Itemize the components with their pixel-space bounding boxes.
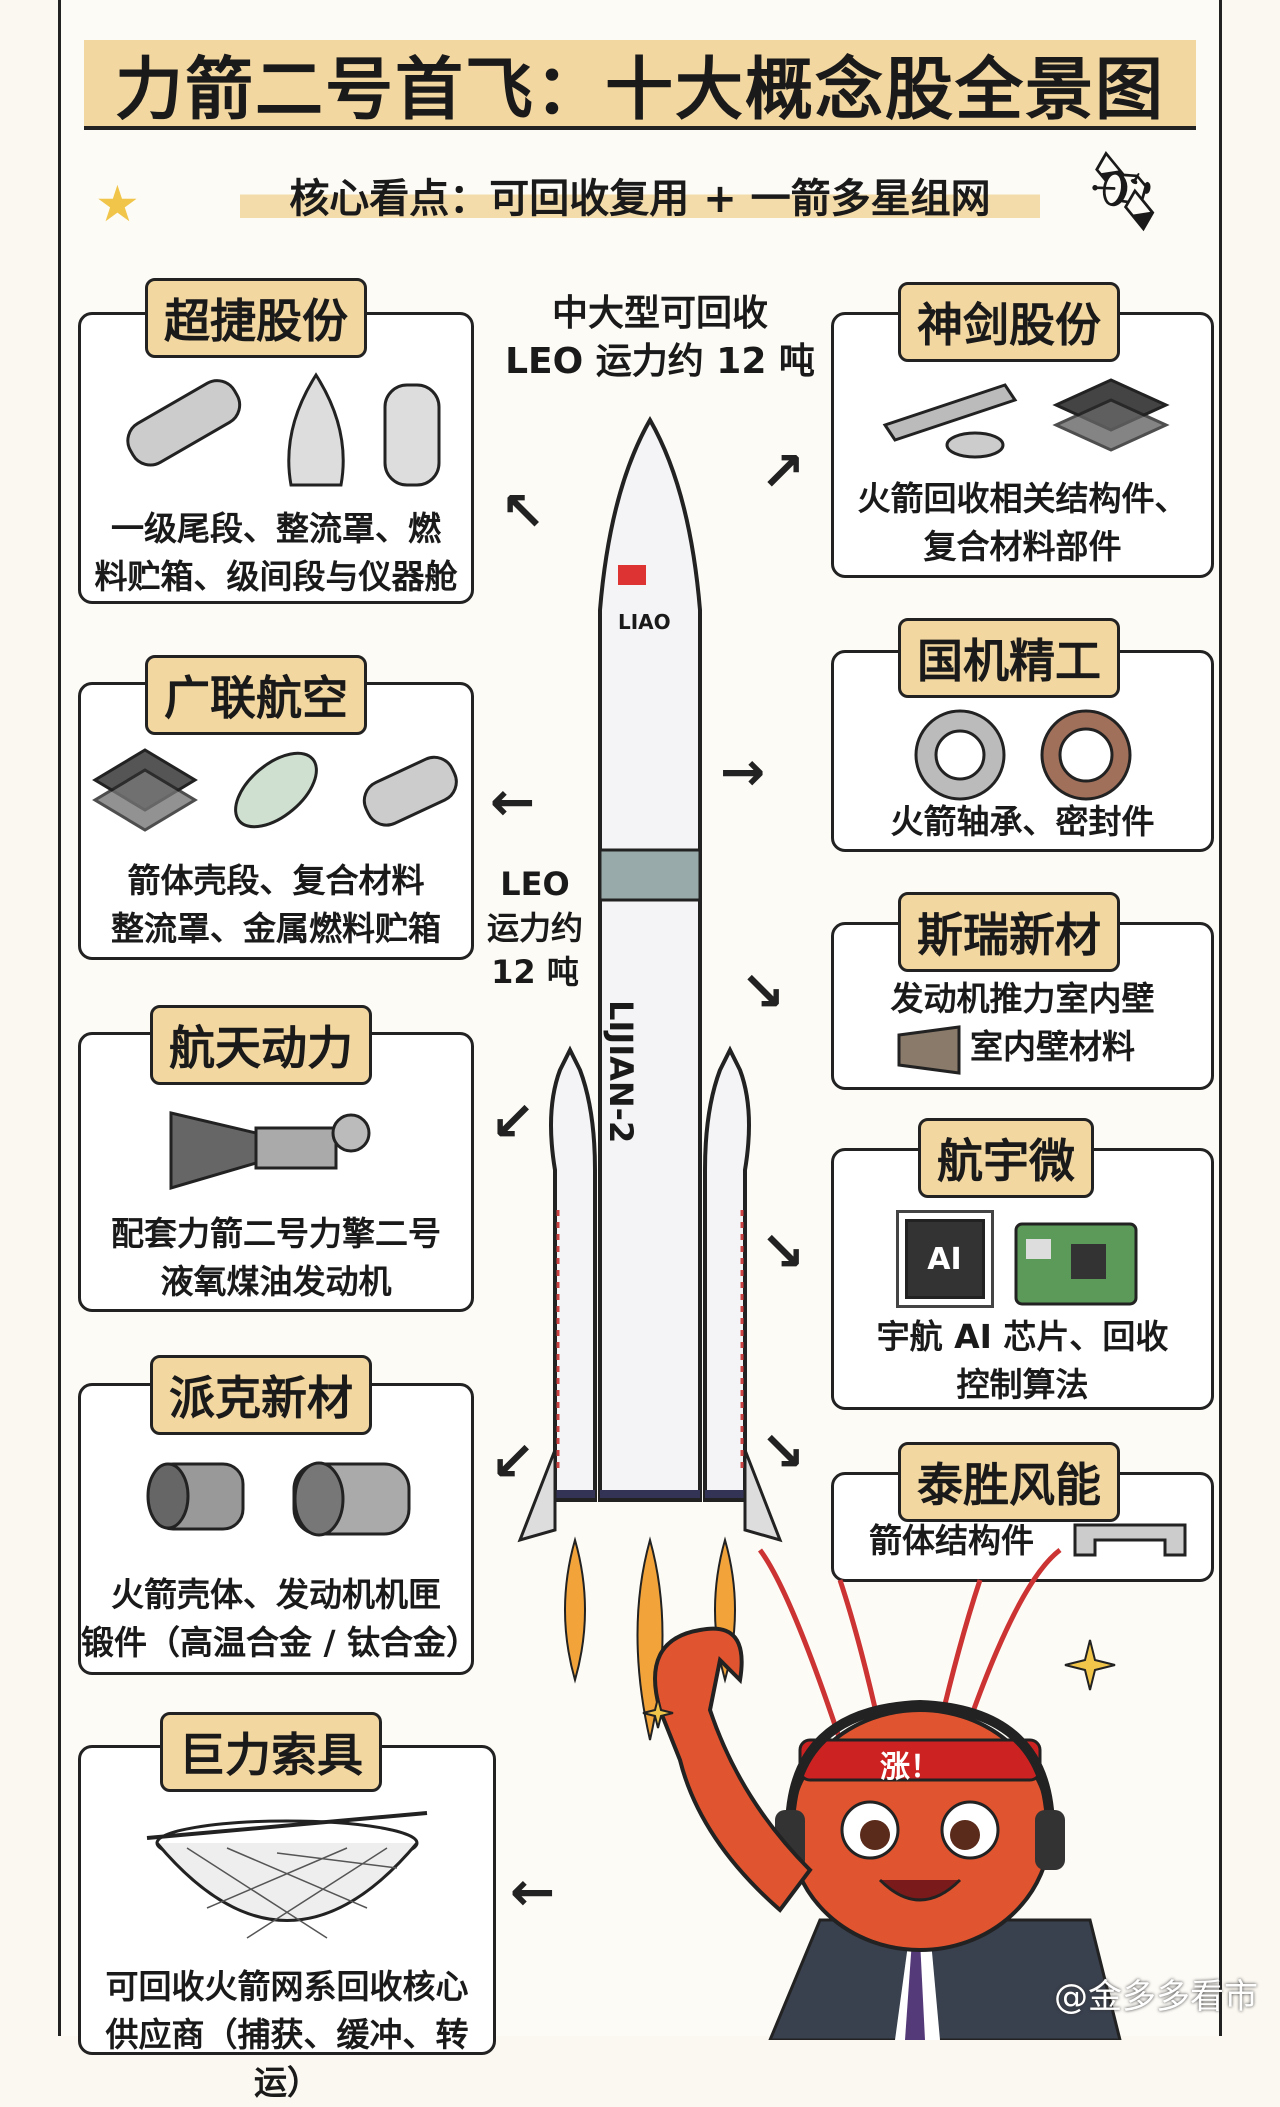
desc-line: 可回收火箭网系回收核心 — [105, 1967, 469, 2006]
desc-line: 火箭轴承、密封件 — [890, 802, 1155, 841]
parts-icons — [81, 740, 471, 840]
arrow-icon: ↙ — [490, 1090, 536, 1153]
bearing-icon — [914, 709, 1005, 801]
company-label: 神剑股份 — [898, 282, 1120, 362]
desc-line: 火箭回收相关结构件、 — [857, 479, 1188, 518]
fairing-icon — [287, 372, 345, 487]
flag-label: LIAO — [618, 610, 671, 634]
company-label: 派克新材 — [150, 1355, 372, 1435]
company-card-hangyuwei: AI 宇航 AI 芯片、回收控制算法 — [831, 1148, 1214, 1410]
arrow-icon: ↘ — [740, 960, 786, 1023]
structural-part-icon — [1073, 1523, 1187, 1557]
rocket-side-note: LEO 运力约 12 吨 — [485, 862, 585, 994]
desc-line: 配套力箭二号力擎二号 — [111, 1214, 441, 1253]
company-label: 巨力索具 — [160, 1712, 382, 1792]
lobster-mascot — [642, 1548, 1122, 2040]
note-line: LEO — [500, 865, 570, 903]
rocket-illustration — [517, 415, 783, 1741]
watermark: @金多多看市 — [1054, 1977, 1258, 2017]
company-label: 斯瑞新材 — [898, 892, 1120, 972]
parts-icons — [834, 705, 1211, 805]
note-line: 12 吨 — [491, 953, 579, 991]
parts-icons — [81, 1444, 471, 1554]
structural-bracket-icon — [882, 383, 1017, 459]
composite-sheets-icon — [1051, 378, 1170, 452]
desc-line: 供应商（捕获、缓冲、转运） — [105, 2015, 469, 2102]
company-label: 国机精工 — [898, 618, 1120, 698]
page-title: 力箭二号首飞：十大概念股全景图 — [84, 40, 1196, 130]
ai-chip-icon: AI — [904, 1219, 985, 1299]
arrow-icon: ↘ — [760, 1220, 806, 1283]
note-line: 中大型可回收 — [551, 293, 768, 334]
tank-icon — [383, 383, 441, 487]
rocket-top-note: 中大型可回收 LEO 运力约 12 吨 — [500, 290, 820, 386]
company-label: 航天动力 — [150, 1005, 372, 1085]
tail-section-icon — [126, 379, 242, 467]
company-label: 泰胜风能 — [898, 1442, 1120, 1522]
note-line: LEO 运力约 12 吨 — [505, 341, 815, 382]
forging-ring-icon — [146, 1462, 245, 1531]
arrow-icon: → — [720, 740, 766, 803]
desc-line: 料贮箱、级间段与仪器舱 — [94, 557, 458, 596]
metal-tank-icon — [362, 755, 458, 827]
parts-icons — [81, 1093, 471, 1203]
star-icon: ★ — [95, 175, 140, 233]
desc-line: 控制算法 — [956, 1365, 1089, 1404]
rocket-body-label: LIJIAN-2 — [602, 1000, 640, 1144]
company-label: 超捷股份 — [145, 278, 367, 358]
seal-ring-icon — [1040, 709, 1131, 801]
rocket-engine-icon — [169, 1111, 371, 1191]
arrow-icon: ← — [510, 1860, 556, 1923]
desc-line: 复合材料部件 — [923, 527, 1122, 566]
composite-layers-icon — [92, 748, 198, 832]
note-line: 运力约 — [486, 909, 583, 947]
arrow-icon: ↗ — [760, 440, 806, 503]
arrow-icon: ← — [490, 770, 536, 833]
chip-label: AI — [927, 1241, 962, 1277]
parts-icons — [81, 370, 471, 490]
desc-line: 整流罩、金属燃料贮箱 — [111, 909, 441, 948]
desc-line: 箭体结构件 — [869, 1521, 1034, 1560]
headband-text: 涨！ — [880, 1750, 940, 1785]
fairing-icon — [234, 751, 318, 829]
parts-icons — [834, 365, 1211, 465]
nozzle-liner-icon — [897, 1025, 961, 1075]
subtitle: 核心看点：可回收复用 + 一箭多星组网 — [240, 166, 1040, 222]
desc-line: 液氧煤油发动机 — [160, 1262, 392, 1301]
desc-line: 宇航 AI 芯片、回收 — [876, 1317, 1169, 1356]
desc-line: 一级尾段、整流罩、燃 — [111, 509, 441, 548]
engine-casing-icon — [292, 1461, 411, 1537]
arrow-icon: ↖ — [500, 480, 546, 543]
parts-icons — [81, 1798, 493, 1948]
circuit-board-icon — [1014, 1222, 1137, 1306]
company-label: 广联航空 — [145, 655, 367, 735]
desc-line: 发动机推力室内壁 — [890, 979, 1155, 1018]
desc-line: 火箭壳体、发动机机匣 — [111, 1575, 441, 1614]
company-label: 航宇微 — [918, 1118, 1094, 1198]
company-card-chaojie: 一级尾段、整流罩、燃料贮箱、级间段与仪器舱 — [78, 312, 474, 604]
recovery-net-icon — [146, 1811, 428, 1939]
parts-icons: AI — [834, 1219, 1211, 1309]
desc-line: 室内壁材料 — [970, 1027, 1135, 1066]
arrow-icon: ↘ — [760, 1420, 806, 1483]
desc-line: 箭体壳段、复合材料 — [127, 861, 425, 900]
desc-line: 锻件（高温合金 / 钛合金） — [81, 1623, 480, 1662]
arrow-icon: ↙ — [490, 1430, 536, 1493]
